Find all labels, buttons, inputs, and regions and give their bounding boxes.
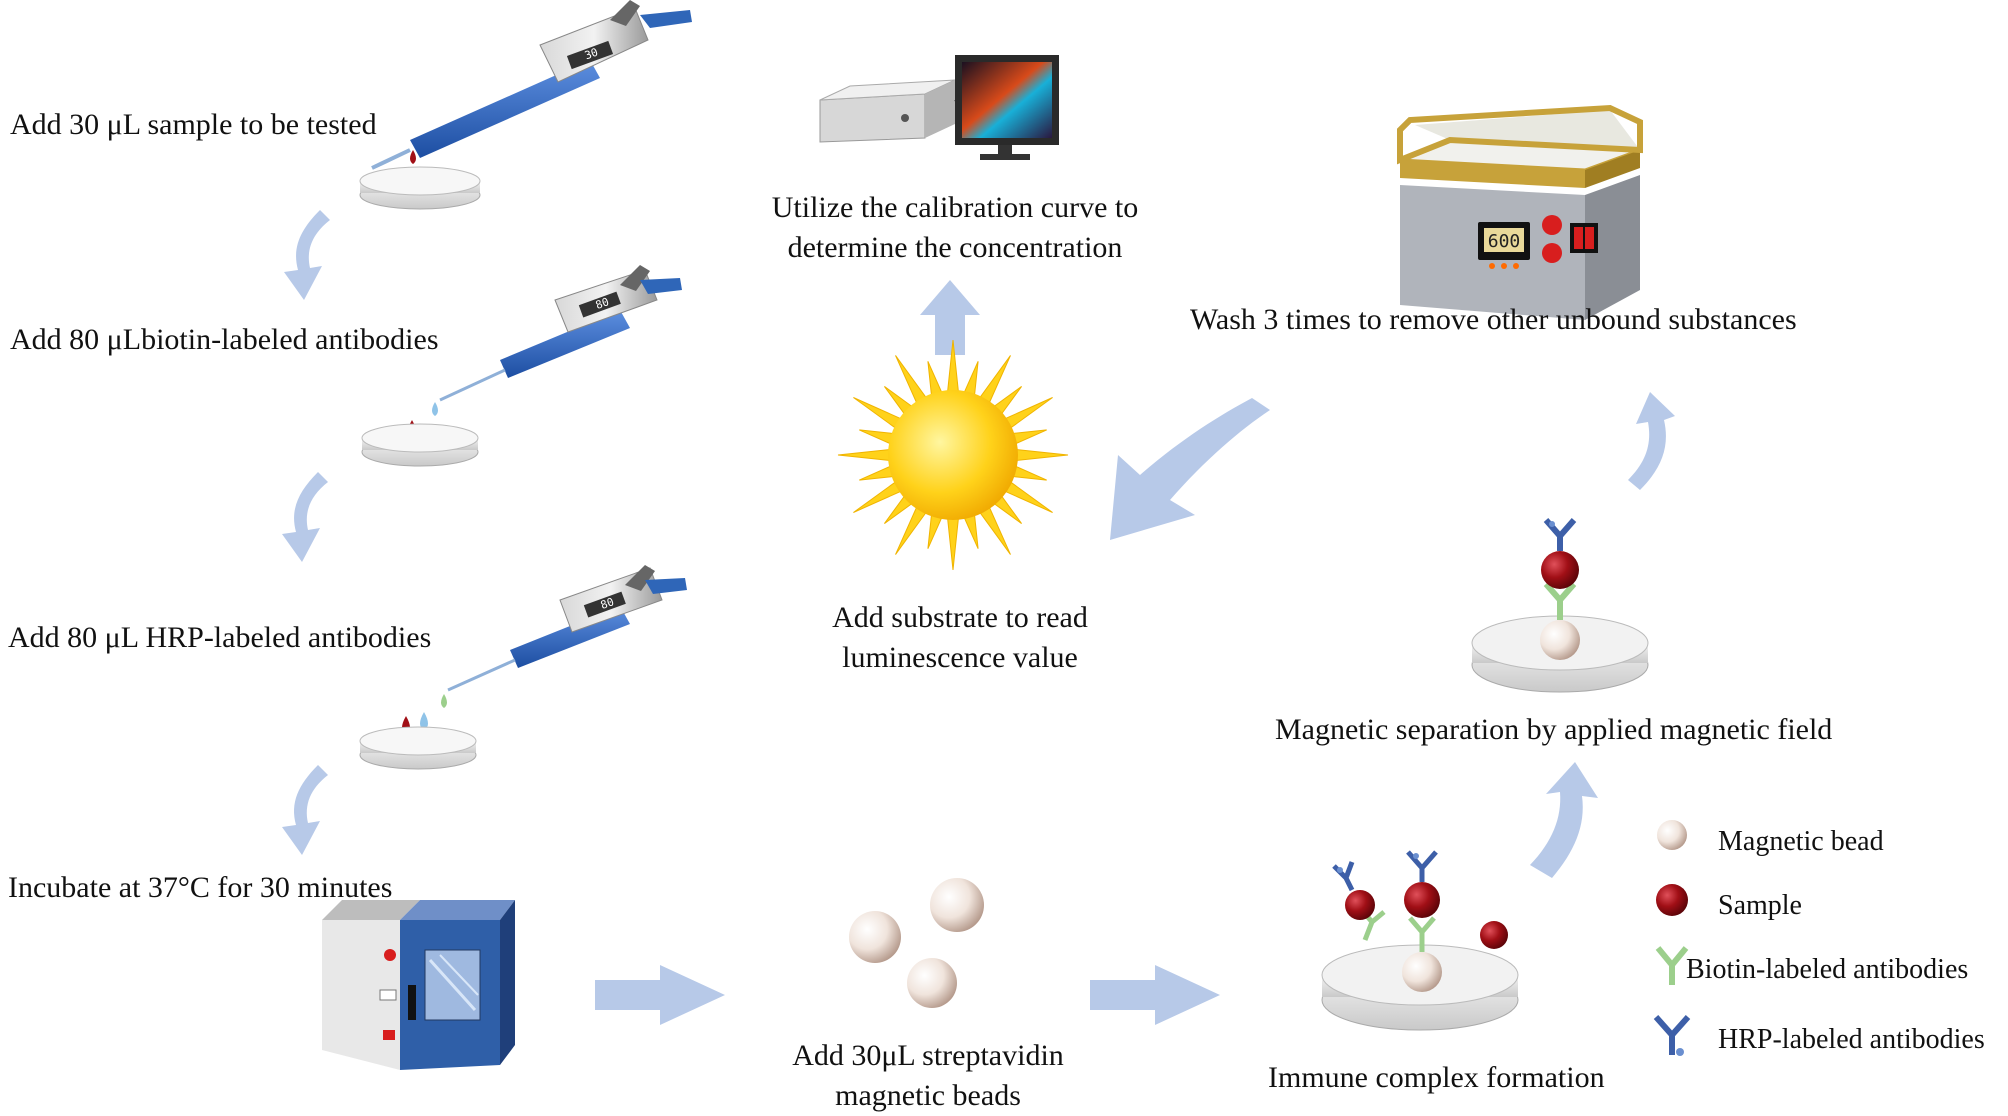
washer-device — [1397, 104, 1643, 320]
step-add-beads-line2: magnetic beads — [835, 1079, 1021, 1112]
curved-arrow-1 — [284, 210, 330, 300]
legend-icons — [1653, 820, 1691, 1056]
flow-arrows — [282, 210, 1675, 1025]
sun-ray — [946, 516, 960, 571]
step-wash: Wash 3 times to remove other unbound sub… — [1190, 303, 1797, 336]
sun-ray — [1014, 448, 1069, 462]
streptavidin-beads — [849, 878, 984, 1008]
luminometer — [819, 79, 956, 143]
sun-ray — [978, 355, 1011, 406]
step-substrate: Add substrate to read luminescence value — [760, 598, 1160, 678]
step-substrate-line2: luminescence value — [842, 641, 1078, 674]
legend-magnetic-bead-label: Magnetic bead — [1718, 826, 1884, 857]
sun-ray — [895, 355, 928, 406]
pipette-1-display: 30 — [583, 46, 600, 63]
right-arrow-1 — [595, 965, 725, 1025]
sun-ray — [978, 504, 1011, 555]
legend-biotin-label: Biotin-labeled antibodies — [1686, 954, 1969, 985]
step-calibration-line2: determine the concentration — [787, 231, 1123, 264]
up-arrow-sun — [920, 280, 980, 355]
up-arrow-immune — [1530, 762, 1598, 878]
curved-arrow-2 — [282, 472, 328, 562]
monitor — [954, 55, 1059, 160]
legend-sample-label: Sample — [1718, 890, 1802, 921]
sun-ray — [853, 397, 904, 430]
step-magnetic-separation: Magnetic separation by applied magnetic … — [1275, 713, 1833, 746]
sun-ray — [1002, 480, 1053, 513]
sun-core — [888, 390, 1018, 520]
pipette-2 — [408, 265, 682, 438]
pipette-1 — [371, 0, 692, 170]
step-add-sample: Add 30 μL sample to be tested — [10, 108, 377, 141]
sun-ray — [853, 480, 904, 513]
legend-hrp-label: HRP-labeled antibodies — [1718, 1024, 1985, 1055]
legend-hrp-icon — [1653, 1015, 1691, 1055]
right-arrow-2 — [1090, 965, 1220, 1025]
step-add-beads-line1: Add 30μL streptavidin — [792, 1039, 1064, 1072]
dish-1 — [359, 166, 481, 210]
pipette-3 — [402, 565, 687, 734]
magnetic-separation-dish — [1471, 518, 1649, 693]
immune-complex-dish — [1321, 850, 1519, 1031]
step-calibration: Utilize the calibration curve to determi… — [730, 188, 1180, 268]
step-incubate: Incubate at 37°C for 30 minutes — [8, 871, 393, 904]
pipette-2-display: 80 — [594, 295, 611, 312]
step-substrate-line1: Add substrate to read — [832, 601, 1088, 634]
step-add-beads: Add 30μL streptavidin magnetic beads — [728, 1036, 1128, 1116]
step-calibration-line1: Utilize the calibration curve to — [771, 191, 1139, 224]
step-add-hrp: Add 80 μL HRP-labeled antibodies — [8, 621, 432, 654]
incubator — [322, 900, 515, 1070]
dish-3 — [359, 726, 477, 770]
legend-biotin-icon — [1655, 946, 1689, 985]
step-add-biotin: Add 80 μLbiotin-labeled antibodies — [10, 323, 439, 356]
sun-ray — [837, 448, 892, 462]
sun-ray — [895, 504, 928, 555]
up-arrow-separation — [1628, 392, 1675, 490]
sun-ray — [1002, 397, 1053, 430]
curved-arrow-3 — [282, 765, 328, 855]
pipette-3-display: 80 — [599, 595, 616, 612]
shaker-display: 600 — [1488, 231, 1521, 252]
curved-arrow-to-sun — [1110, 398, 1270, 540]
dish-2 — [361, 423, 479, 467]
legend-bead-icon — [1657, 820, 1687, 850]
step-immune-complex: Immune complex formation — [1268, 1061, 1605, 1094]
legend-sample-icon — [1656, 884, 1688, 916]
